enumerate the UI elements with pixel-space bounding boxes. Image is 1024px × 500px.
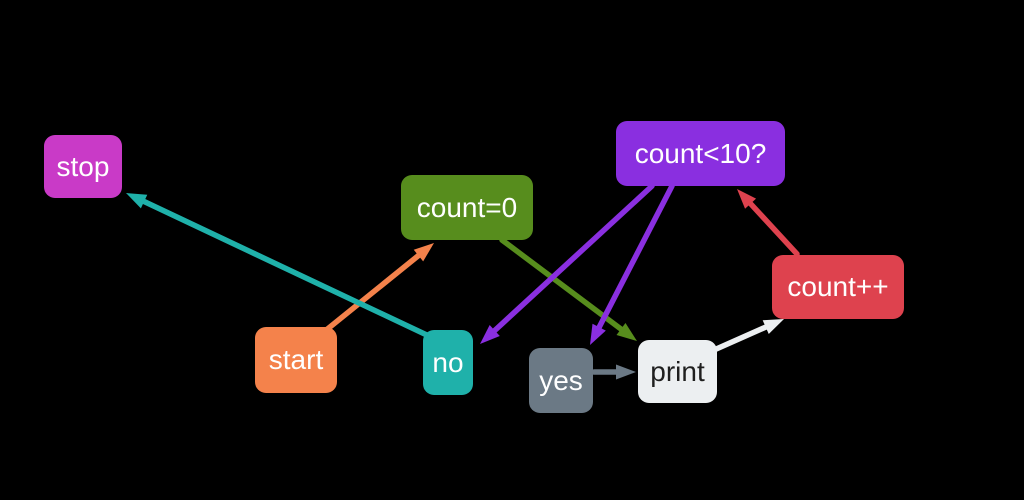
- edge-line: [499, 237, 624, 332]
- arrowhead-icon: [737, 189, 757, 209]
- arrowhead-icon: [126, 193, 148, 209]
- edge-cond-yes: [590, 183, 675, 345]
- edge-no-stop: [126, 193, 434, 340]
- edge-start-count0: [322, 243, 434, 334]
- edge-inc-cond: [737, 189, 800, 257]
- edge-line: [711, 324, 769, 353]
- edge-line: [596, 183, 675, 330]
- edge-line: [141, 198, 434, 340]
- edge-yes-print: [591, 364, 636, 380]
- edge-count0-print: [499, 237, 637, 341]
- edge-print-inc: [711, 319, 784, 353]
- edge-line: [322, 252, 422, 334]
- arrowhead-icon: [762, 319, 784, 334]
- edge-line: [491, 183, 655, 334]
- arrowhead-icon: [616, 364, 636, 380]
- edge-line: [747, 200, 800, 257]
- arrowhead-icon: [413, 243, 434, 262]
- arrowhead-icon: [616, 323, 637, 341]
- arrowhead-icon: [480, 324, 500, 344]
- edge-cond-no: [480, 183, 655, 344]
- arrowhead-icon: [590, 323, 606, 345]
